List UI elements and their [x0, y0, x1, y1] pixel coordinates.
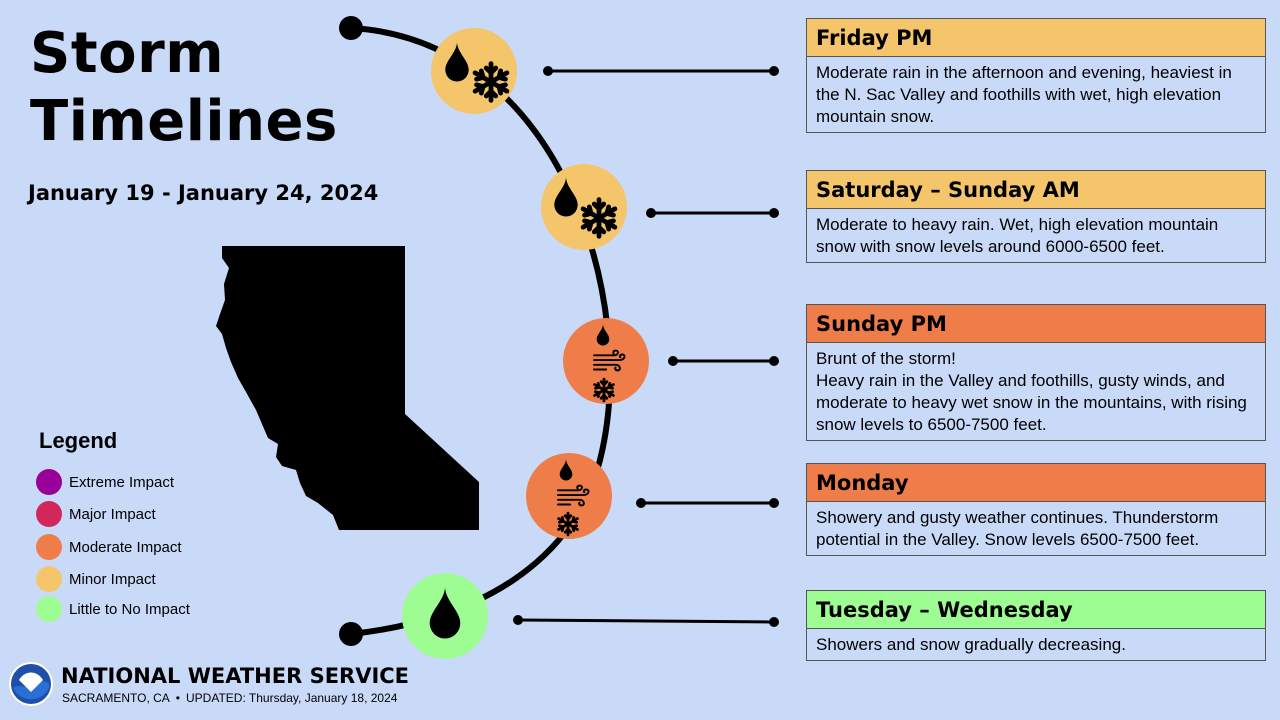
legend-item-major: Major Impact	[36, 501, 156, 527]
legend-label: Major Impact	[69, 505, 156, 523]
panel-heading: Tuesday – Wednesday	[807, 591, 1265, 629]
timeline-node-1	[431, 28, 517, 114]
arc-start-dot	[339, 16, 363, 40]
noaa-logo	[8, 661, 54, 707]
office-location: SACRAMENTO, CA	[62, 691, 170, 705]
timeline-panel-sunday-pm: Sunday PM Brunt of the storm! Heavy rain…	[806, 304, 1266, 441]
panel-description: Moderate to heavy rain. Wet, high elevat…	[807, 209, 1265, 262]
panel-description: Showery and gusty weather continues. Thu…	[807, 502, 1265, 555]
date-range: January 19 - January 24, 2024	[28, 181, 379, 205]
legend-label: Little to No Impact	[69, 600, 190, 618]
legend-label: Moderate Impact	[69, 538, 182, 556]
timeline-panel-tuesday-wednesday: Tuesday – Wednesday Showers and snow gra…	[806, 590, 1266, 661]
legend-item-little: Little to No Impact	[36, 596, 190, 622]
footer-meta: SACRAMENTO, CA • UPDATED: Thursday, Januar…	[62, 691, 397, 705]
legend-label: Extreme Impact	[69, 473, 175, 491]
panel-heading: Sunday PM	[807, 305, 1265, 343]
legend-swatch	[36, 566, 62, 592]
title-line-1: Storm	[30, 21, 225, 86]
panel-heading: Friday PM	[807, 19, 1265, 57]
panel-description: Moderate rain in the afternoon and eveni…	[807, 57, 1265, 132]
legend-label: Minor Impact	[69, 570, 156, 588]
timeline-node-3	[563, 318, 649, 404]
legend-item-minor: Minor Impact	[36, 566, 156, 592]
legend-title: Legend	[39, 428, 118, 453]
timeline-panel-saturday-sunday-am: Saturday – Sunday AM Moderate to heavy r…	[806, 170, 1266, 263]
legend-swatch	[36, 469, 62, 495]
california-map	[216, 246, 479, 530]
title-line-2: Timelines	[30, 89, 338, 154]
legend-swatch	[36, 596, 62, 622]
panel-heading: Saturday – Sunday AM	[807, 171, 1265, 209]
separator: •	[175, 691, 180, 705]
agency-name: NATIONAL WEATHER SERVICE	[61, 664, 410, 688]
updated-date: UPDATED: Thursday, January 18, 2024	[186, 691, 398, 705]
page-title: Storm Timelines	[30, 20, 338, 156]
legend-swatch	[36, 534, 62, 560]
timeline-panel-friday-pm: Friday PM Moderate rain in the afternoon…	[806, 18, 1266, 133]
panel-description: Brunt of the storm! Heavy rain in the Va…	[807, 343, 1265, 440]
legend-swatch	[36, 501, 62, 527]
timeline-node-5	[402, 573, 488, 659]
panel-heading: Monday	[807, 464, 1265, 502]
timeline-node-2	[541, 164, 627, 250]
arc-end-dot	[339, 622, 363, 646]
timeline-panel-monday: Monday Showery and gusty weather continu…	[806, 463, 1266, 556]
noaa-logo-icon	[11, 664, 51, 704]
legend-item-moderate: Moderate Impact	[36, 534, 182, 560]
legend-item-extreme: Extreme Impact	[36, 469, 175, 495]
panel-description: Showers and snow gradually decreasing.	[807, 629, 1265, 660]
timeline-node-4	[526, 453, 612, 539]
